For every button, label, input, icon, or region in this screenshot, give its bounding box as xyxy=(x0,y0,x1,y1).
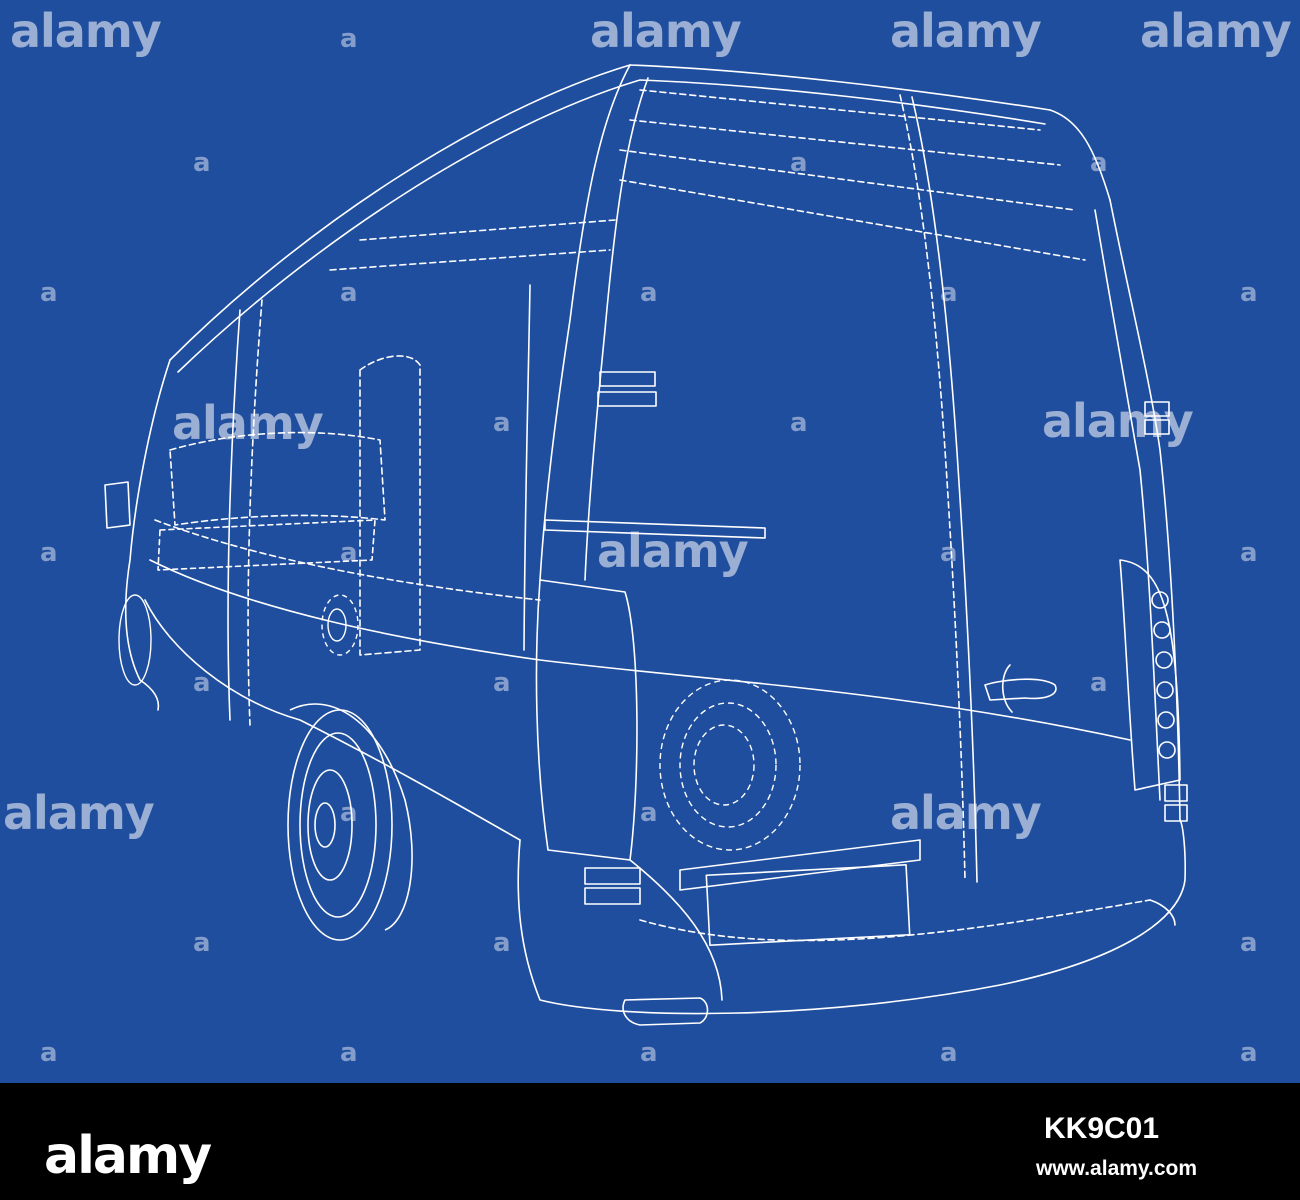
watermark-a: a xyxy=(40,538,58,568)
watermark-alamy: alamy xyxy=(10,4,162,58)
watermark-a: a xyxy=(640,1038,658,1068)
watermark-a: a xyxy=(493,668,511,698)
watermark-a: a xyxy=(40,1038,58,1068)
watermark-a: a xyxy=(193,928,211,958)
watermark-a: a xyxy=(640,278,658,308)
watermark-a: a xyxy=(940,1038,958,1068)
watermark-a: a xyxy=(340,1038,358,1068)
watermark-a: a xyxy=(193,148,211,178)
watermark-a: a xyxy=(340,24,358,54)
watermark-a: a xyxy=(1090,148,1108,178)
watermark-alamy: alamy xyxy=(890,4,1042,58)
watermark-a: a xyxy=(193,668,211,698)
footer-bar xyxy=(0,1083,1300,1200)
watermark-a: a xyxy=(1240,278,1258,308)
watermark-alamy: alamy xyxy=(1042,394,1194,448)
watermark-a: a xyxy=(940,538,958,568)
watermark-a: a xyxy=(790,148,808,178)
watermark-a: a xyxy=(340,798,358,828)
front-wheel xyxy=(118,594,359,686)
watermark-a: a xyxy=(40,278,58,308)
van-wireframe-drawing xyxy=(0,0,1300,1083)
blueprint-canvas: alamy alamy alamy alamy alamy alamy alam… xyxy=(0,0,1300,1083)
watermark-a: a xyxy=(1240,538,1258,568)
van-outline xyxy=(104,64,1188,1026)
rear-wheel xyxy=(287,703,413,941)
watermark-a: a xyxy=(640,798,658,828)
watermark-a: a xyxy=(493,928,511,958)
website-link[interactable]: www.alamy.com xyxy=(1036,1157,1198,1180)
watermark-a: a xyxy=(1240,1038,1258,1068)
watermark-a: a xyxy=(340,538,358,568)
watermark-a: a xyxy=(940,278,958,308)
watermark-a: a xyxy=(1090,668,1108,698)
image-id: KK9C01 xyxy=(1044,1112,1160,1145)
watermark-alamy: alamy xyxy=(172,396,324,450)
watermark-alamy: alamy xyxy=(597,524,749,578)
watermark-a: a xyxy=(1240,928,1258,958)
alamy-logo[interactable]: alamy xyxy=(44,1126,212,1186)
spare-wheel xyxy=(659,679,801,851)
watermark-a: a xyxy=(340,278,358,308)
watermark-alamy: alamy xyxy=(590,4,742,58)
watermark-a: a xyxy=(493,408,511,438)
watermark-alamy: alamy xyxy=(3,786,155,840)
watermark-alamy: alamy xyxy=(1140,4,1292,58)
watermark-a: a xyxy=(790,408,808,438)
watermark-alamy: alamy xyxy=(890,786,1042,840)
